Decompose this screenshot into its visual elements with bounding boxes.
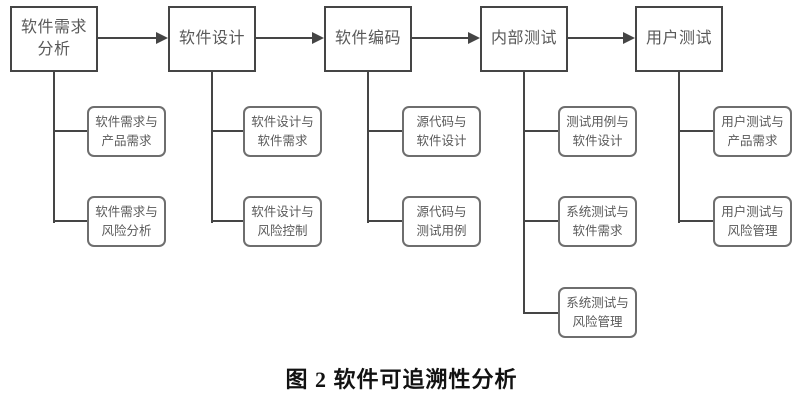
branch-line xyxy=(679,130,713,132)
trace-box-sys-test-vs-risk-mgmt: 系统测试与 风险管理 xyxy=(558,287,637,338)
stage-box-requirements-analysis: 软件需求 分析 xyxy=(10,6,98,72)
flow-arrow-line xyxy=(412,37,470,39)
trace-box-sw-req-vs-product-req: 软件需求与 产品需求 xyxy=(87,106,166,157)
arrow-right-icon xyxy=(623,32,635,44)
trace-label: 软件需求与 产品需求 xyxy=(95,114,158,148)
trace-box-user-test-vs-risk-mgmt: 用户测试与 风险管理 xyxy=(713,196,792,247)
trace-box-test-cases-vs-sw-design: 测试用例与 软件设计 xyxy=(558,106,637,157)
arrow-right-icon xyxy=(468,32,480,44)
trace-box-source-vs-test-cases: 源代码与 测试用例 xyxy=(402,196,481,247)
trunk-line xyxy=(53,72,55,223)
branch-line xyxy=(524,130,558,132)
branch-line xyxy=(368,130,402,132)
trace-box-sw-design-vs-sw-req: 软件设计与 软件需求 xyxy=(243,106,322,157)
stage-label: 软件设计 xyxy=(178,30,245,48)
trunk-line xyxy=(367,72,369,223)
arrow-right-icon xyxy=(156,32,168,44)
trace-box-sw-req-vs-risk-analysis: 软件需求与 风险分析 xyxy=(87,196,166,247)
flow-arrow-line xyxy=(256,37,314,39)
stage-box-software-coding: 软件编码 xyxy=(324,6,412,72)
trace-box-source-vs-sw-design: 源代码与 软件设计 xyxy=(402,106,481,157)
arrow-right-icon xyxy=(312,32,324,44)
trace-box-user-test-vs-product-req: 用户测试与 产品需求 xyxy=(713,106,792,157)
trunk-line xyxy=(523,72,525,314)
stage-box-internal-testing: 内部测试 xyxy=(480,6,568,72)
branch-line xyxy=(524,220,558,222)
branch-line xyxy=(54,130,87,132)
trace-label: 软件需求与 风险分析 xyxy=(95,204,158,238)
stage-box-software-design: 软件设计 xyxy=(168,6,256,72)
branch-line xyxy=(54,220,87,222)
branch-line xyxy=(368,220,402,222)
stage-label: 软件编码 xyxy=(334,30,401,48)
trace-label: 测试用例与 软件设计 xyxy=(566,114,629,148)
trace-box-sw-design-vs-risk-control: 软件设计与 风险控制 xyxy=(243,196,322,247)
trunk-line xyxy=(211,72,213,223)
trace-label: 用户测试与 产品需求 xyxy=(721,114,784,148)
trace-label: 用户测试与 风险管理 xyxy=(721,204,784,238)
trace-label: 软件设计与 软件需求 xyxy=(251,114,314,148)
stage-label: 用户测试 xyxy=(645,30,712,48)
branch-line xyxy=(679,220,713,222)
flow-arrow-line xyxy=(568,37,625,39)
stage-label: 软件需求 分析 xyxy=(20,19,87,58)
branch-line xyxy=(524,312,558,314)
stage-label: 内部测试 xyxy=(490,30,557,48)
branch-line xyxy=(212,220,243,222)
flow-arrow-line xyxy=(98,37,158,39)
trace-label: 源代码与 软件设计 xyxy=(416,114,467,148)
stage-box-user-testing: 用户测试 xyxy=(635,6,723,72)
trace-box-sys-test-vs-sw-req: 系统测试与 软件需求 xyxy=(558,196,637,247)
trace-label: 系统测试与 风险管理 xyxy=(566,295,629,329)
figure-caption: 图 2 软件可追溯性分析 xyxy=(285,367,518,392)
trunk-line xyxy=(678,72,680,223)
trace-label: 源代码与 测试用例 xyxy=(416,204,467,238)
trace-label: 系统测试与 软件需求 xyxy=(566,204,629,238)
trace-label: 软件设计与 风险控制 xyxy=(251,204,314,238)
branch-line xyxy=(212,130,243,132)
